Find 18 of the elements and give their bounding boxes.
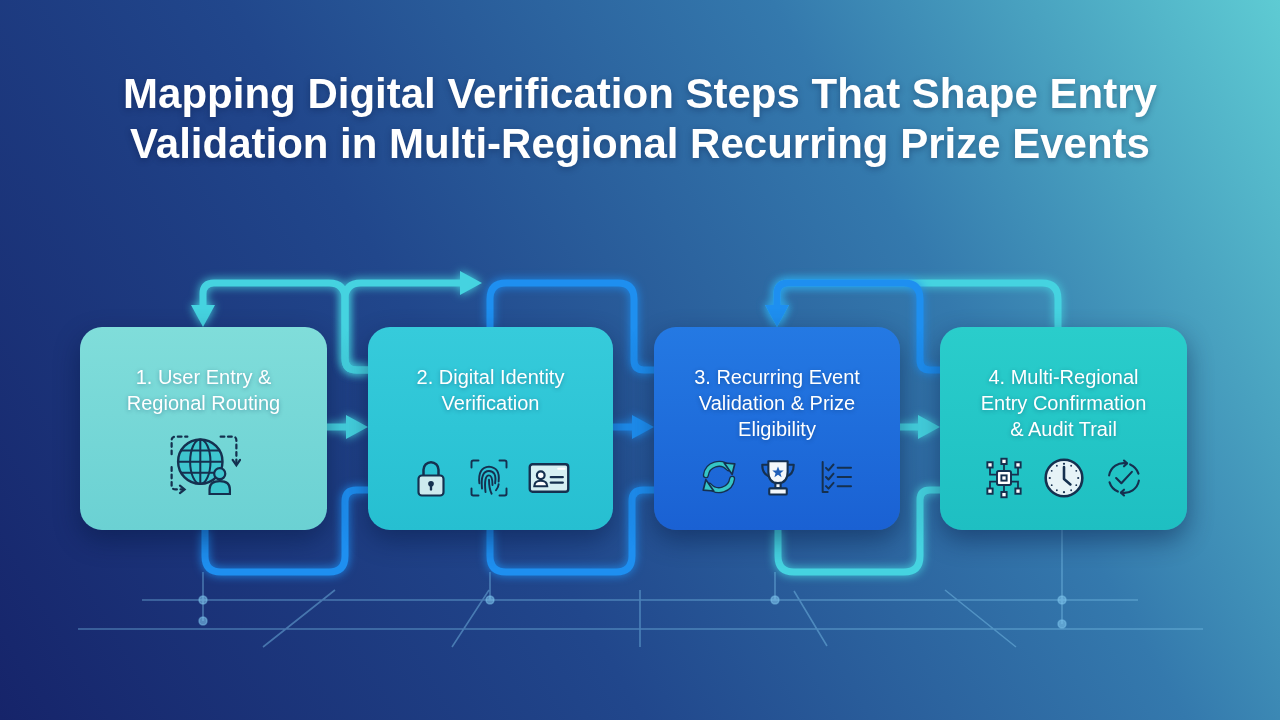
arrow — [900, 415, 940, 439]
step-card — [940, 327, 1187, 530]
step-title: 4. Multi-Regional Entry Confirmation & Audit Trail — [979, 365, 1148, 442]
arrow — [341, 271, 482, 374]
connector-line — [486, 279, 654, 374]
step-title: 2. Digital Identity Verification — [415, 365, 566, 416]
connector-line — [486, 486, 654, 576]
connector-line — [201, 486, 368, 576]
step-card — [368, 327, 613, 530]
step-title: 1. User Entry & Regional Routing — [125, 365, 282, 416]
step-card — [80, 327, 327, 530]
connector-line — [774, 486, 940, 576]
step-card — [654, 327, 900, 530]
arrow — [765, 279, 940, 374]
title: Mapping Digital Verification Steps That Shape Entry Validation in Multi-Regional Recurring Prize Events — [122, 69, 1158, 169]
arrow — [613, 415, 654, 439]
step-title: 3. Recurring Event Validation & Prize Eligibility — [693, 365, 861, 442]
arrow — [327, 415, 368, 439]
